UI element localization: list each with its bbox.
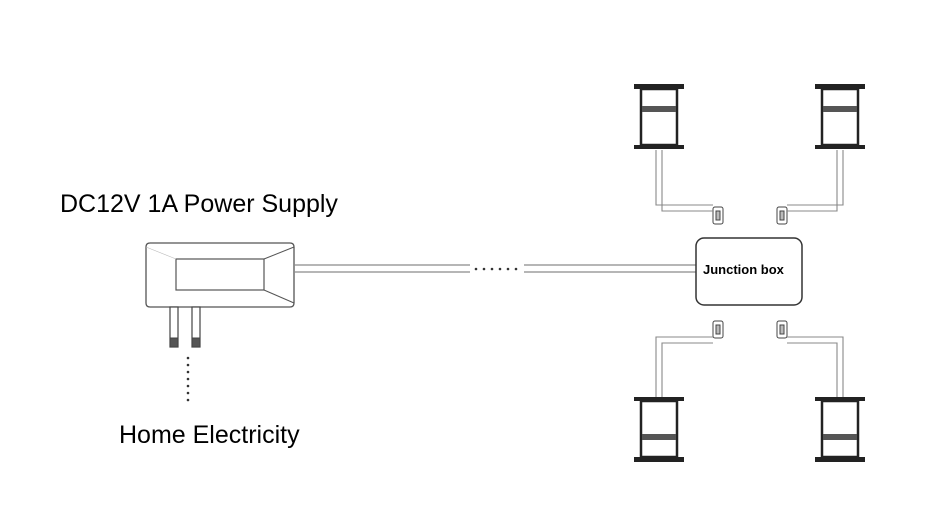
deck-light-bottom-left <box>634 397 684 462</box>
home-electricity-label: Home Electricity <box>119 421 300 449</box>
cable-connector-icon <box>712 206 788 339</box>
cable-break-dots <box>474 267 518 271</box>
deck-light-top-left <box>634 84 684 149</box>
main-cable <box>294 264 696 273</box>
junction-box: Junction box <box>695 237 803 306</box>
power-adapter-icon <box>145 242 295 348</box>
plug-dotted-line <box>186 356 190 402</box>
junction-box-label: Junction box <box>703 262 785 277</box>
light-wires <box>655 150 844 398</box>
deck-light-bottom-right <box>815 397 865 462</box>
power-supply-label: DC12V 1A Power Supply <box>60 190 338 218</box>
deck-light-top-right <box>815 84 865 149</box>
